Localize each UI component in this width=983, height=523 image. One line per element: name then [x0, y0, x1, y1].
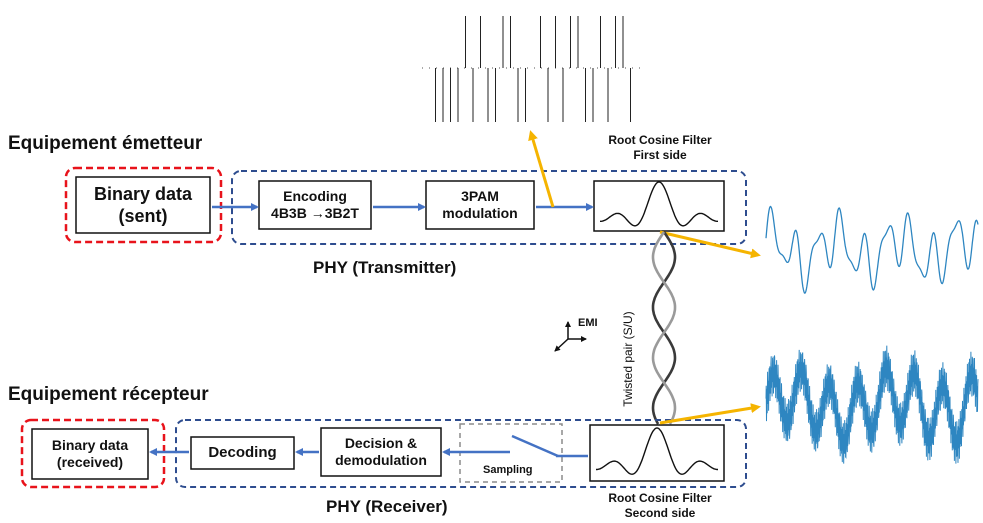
encoding-box [258, 180, 372, 230]
encoding-text: Encoding 4B3B →3B2T [271, 187, 359, 222]
phy-receiver-frame [175, 419, 747, 488]
sampling-switch [511, 434, 559, 458]
binary-data-received-dashed-frame [20, 418, 166, 489]
binary-data-sent-text: Binary data (sent) [93, 183, 193, 227]
tx-filter-impulse-curve [600, 181, 718, 227]
rx-filter-box [589, 424, 725, 482]
decoding-text: Decoding [208, 443, 277, 461]
decoding-box [190, 436, 295, 470]
modulation-text: 3PAM modulation [442, 187, 518, 222]
binary-data-received-box [31, 428, 149, 480]
phy-receiver-label: PHY (Receiver) [326, 497, 448, 516]
decision-box [320, 427, 442, 477]
transmitter-equipment-label: Equipement émetteur [8, 133, 203, 154]
yellow-arrow-to-tx-waveform [659, 230, 761, 259]
tx-waveform [765, 205, 979, 295]
tx-filter-caption: Root Cosine Filter First side [608, 133, 712, 162]
modulation-box [425, 180, 535, 230]
emi-axes-icon [554, 321, 587, 352]
binary-data-sent-dashed-frame [64, 166, 223, 244]
binary-data-received-text: Binary data (received) [51, 436, 129, 471]
binary-data-sent-box [75, 176, 211, 234]
rx-filter-caption: Root Cosine Filter Second side [608, 490, 712, 520]
symbol-stem-plot [422, 16, 640, 122]
decision-text: Decision & demodulation [335, 434, 427, 469]
phy-transmitter-label: PHY (Transmitter) [313, 258, 457, 277]
tx-filter-box [593, 180, 725, 232]
yellow-arrow-to-symbols [528, 130, 555, 208]
rx-filter-impulse-curve [596, 427, 718, 475]
receiver-equipment-label: Equipement récepteur [8, 384, 209, 405]
sampling-label: Sampling [483, 464, 533, 476]
yellow-arrow-to-rx-waveform [659, 403, 761, 425]
emi-label: EMI [578, 317, 598, 329]
rx-noisy-waveform [765, 345, 979, 464]
twisted-pair-label: Twisted pair (S/U) [621, 311, 635, 407]
twisted-pair-cable [651, 231, 677, 425]
